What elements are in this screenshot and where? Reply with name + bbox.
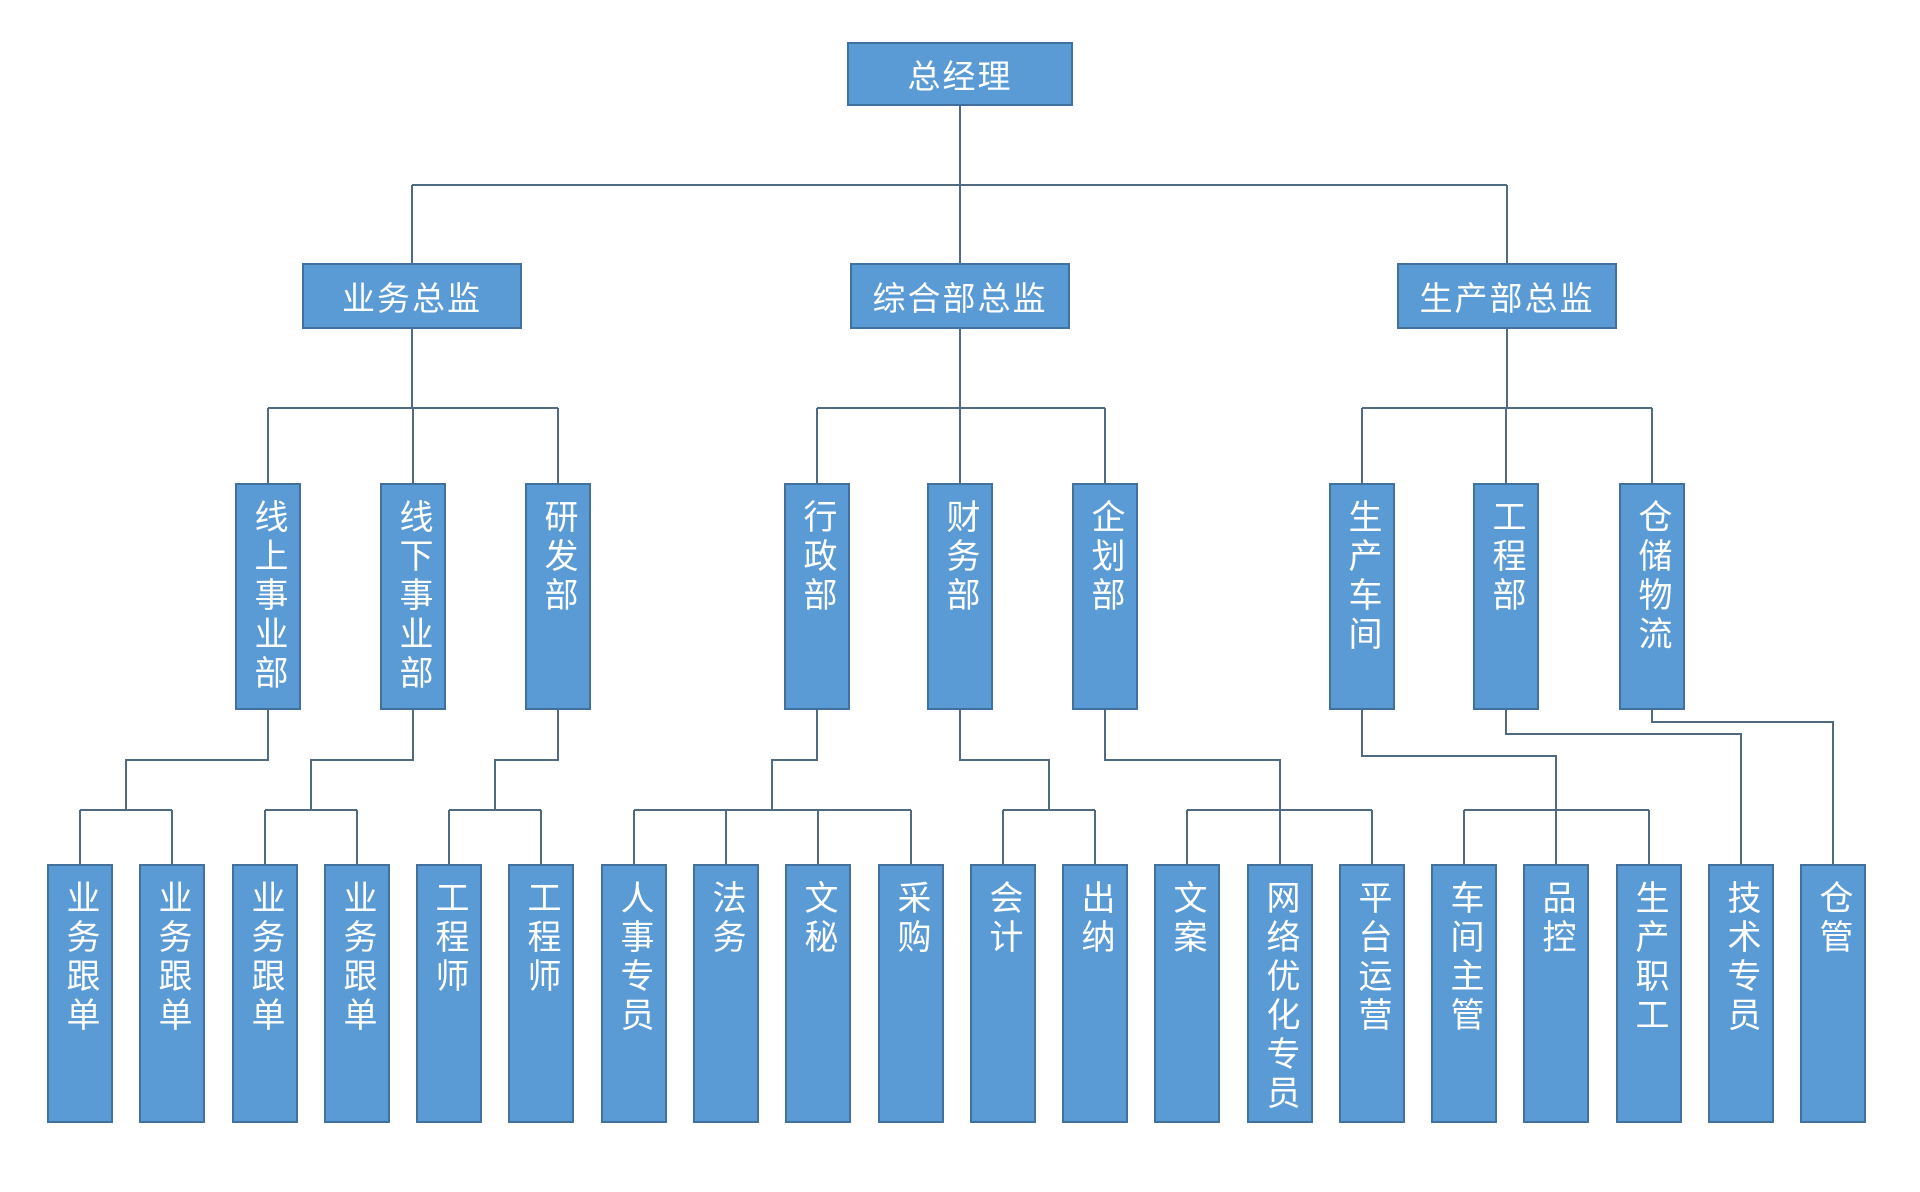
node-label: 仓储物流 [1633,499,1671,655]
node-legal: 法务 [693,864,759,1123]
node-label: 业务跟单 [61,880,99,1036]
node-hr-specialist: 人事专员 [601,864,667,1123]
node-workshop-supervisor: 车间主管 [1431,864,1497,1123]
node-quality-control: 品控 [1523,864,1589,1123]
node-merchandiser-2: 业务跟单 [139,864,205,1123]
node-warehouse-logistics: 仓储物流 [1619,483,1685,710]
node-network-optimization-specialist: 网络优化专员 [1247,864,1313,1123]
node-label: 生产职工 [1630,880,1668,1036]
node-label: 总经理 [907,58,1013,95]
node-production-workshop: 生产车间 [1329,483,1395,710]
node-admin-dept: 行政部 [784,483,850,710]
node-production-director: 生产部总监 [1397,263,1617,329]
node-label: 品控 [1537,880,1575,958]
node-label: 法务 [707,880,745,958]
node-label: 人事专员 [615,880,653,1036]
node-label: 工程部 [1487,499,1525,616]
node-cashier: 出纳 [1062,864,1128,1123]
node-label: 业务总监 [342,280,482,317]
node-label: 行政部 [798,499,836,616]
node-planning-dept: 企划部 [1072,483,1138,710]
node-label: 工程师 [430,880,468,997]
node-engineer-2: 工程师 [508,864,574,1123]
node-business-director: 业务总监 [302,263,522,329]
node-platform-operations: 平台运营 [1339,864,1405,1123]
node-finance-dept: 财务部 [927,483,993,710]
node-label: 生产部总监 [1419,280,1595,317]
node-label: 工程师 [522,880,560,997]
node-accountant: 会计 [970,864,1036,1123]
node-label: 网络优化专员 [1261,880,1299,1114]
node-label: 财务部 [941,499,979,616]
node-engineer-1: 工程师 [416,864,482,1123]
node-merchandiser-3: 业务跟单 [232,864,298,1123]
node-label: 研发部 [539,499,577,616]
node-label: 业务跟单 [338,880,376,1036]
node-procurement: 采购 [878,864,944,1123]
node-online-business-dept: 线上事业部 [235,483,301,710]
node-label: 平台运营 [1353,880,1391,1036]
node-label: 文秘 [799,880,837,958]
node-label: 出纳 [1076,880,1114,958]
node-label: 文案 [1168,880,1206,958]
node-offline-business-dept: 线下事业部 [380,483,446,710]
node-label: 线上事业部 [249,499,287,694]
node-merchandiser-1: 业务跟单 [47,864,113,1123]
node-secretary: 文秘 [785,864,851,1123]
node-label: 仓管 [1814,880,1852,958]
node-label: 采购 [892,880,930,958]
node-technical-specialist: 技术专员 [1708,864,1774,1123]
node-copywriter: 文案 [1154,864,1220,1123]
node-label: 线下事业部 [394,499,432,694]
node-general-manager: 总经理 [847,42,1073,106]
node-label: 车间主管 [1445,880,1483,1036]
node-label: 企划部 [1086,499,1124,616]
node-general-affairs-director: 综合部总监 [850,263,1070,329]
node-label: 生产车间 [1343,499,1381,655]
node-rd-dept: 研发部 [525,483,591,710]
node-merchandiser-4: 业务跟单 [324,864,390,1123]
node-label: 会计 [984,880,1022,958]
node-label: 技术专员 [1722,880,1760,1036]
node-label: 业务跟单 [246,880,284,1036]
node-production-worker: 生产职工 [1616,864,1682,1123]
node-engineering-dept: 工程部 [1473,483,1539,710]
node-label: 综合部总监 [872,280,1048,317]
node-warehouse-keeper: 仓管 [1800,864,1866,1123]
node-label: 业务跟单 [153,880,191,1036]
